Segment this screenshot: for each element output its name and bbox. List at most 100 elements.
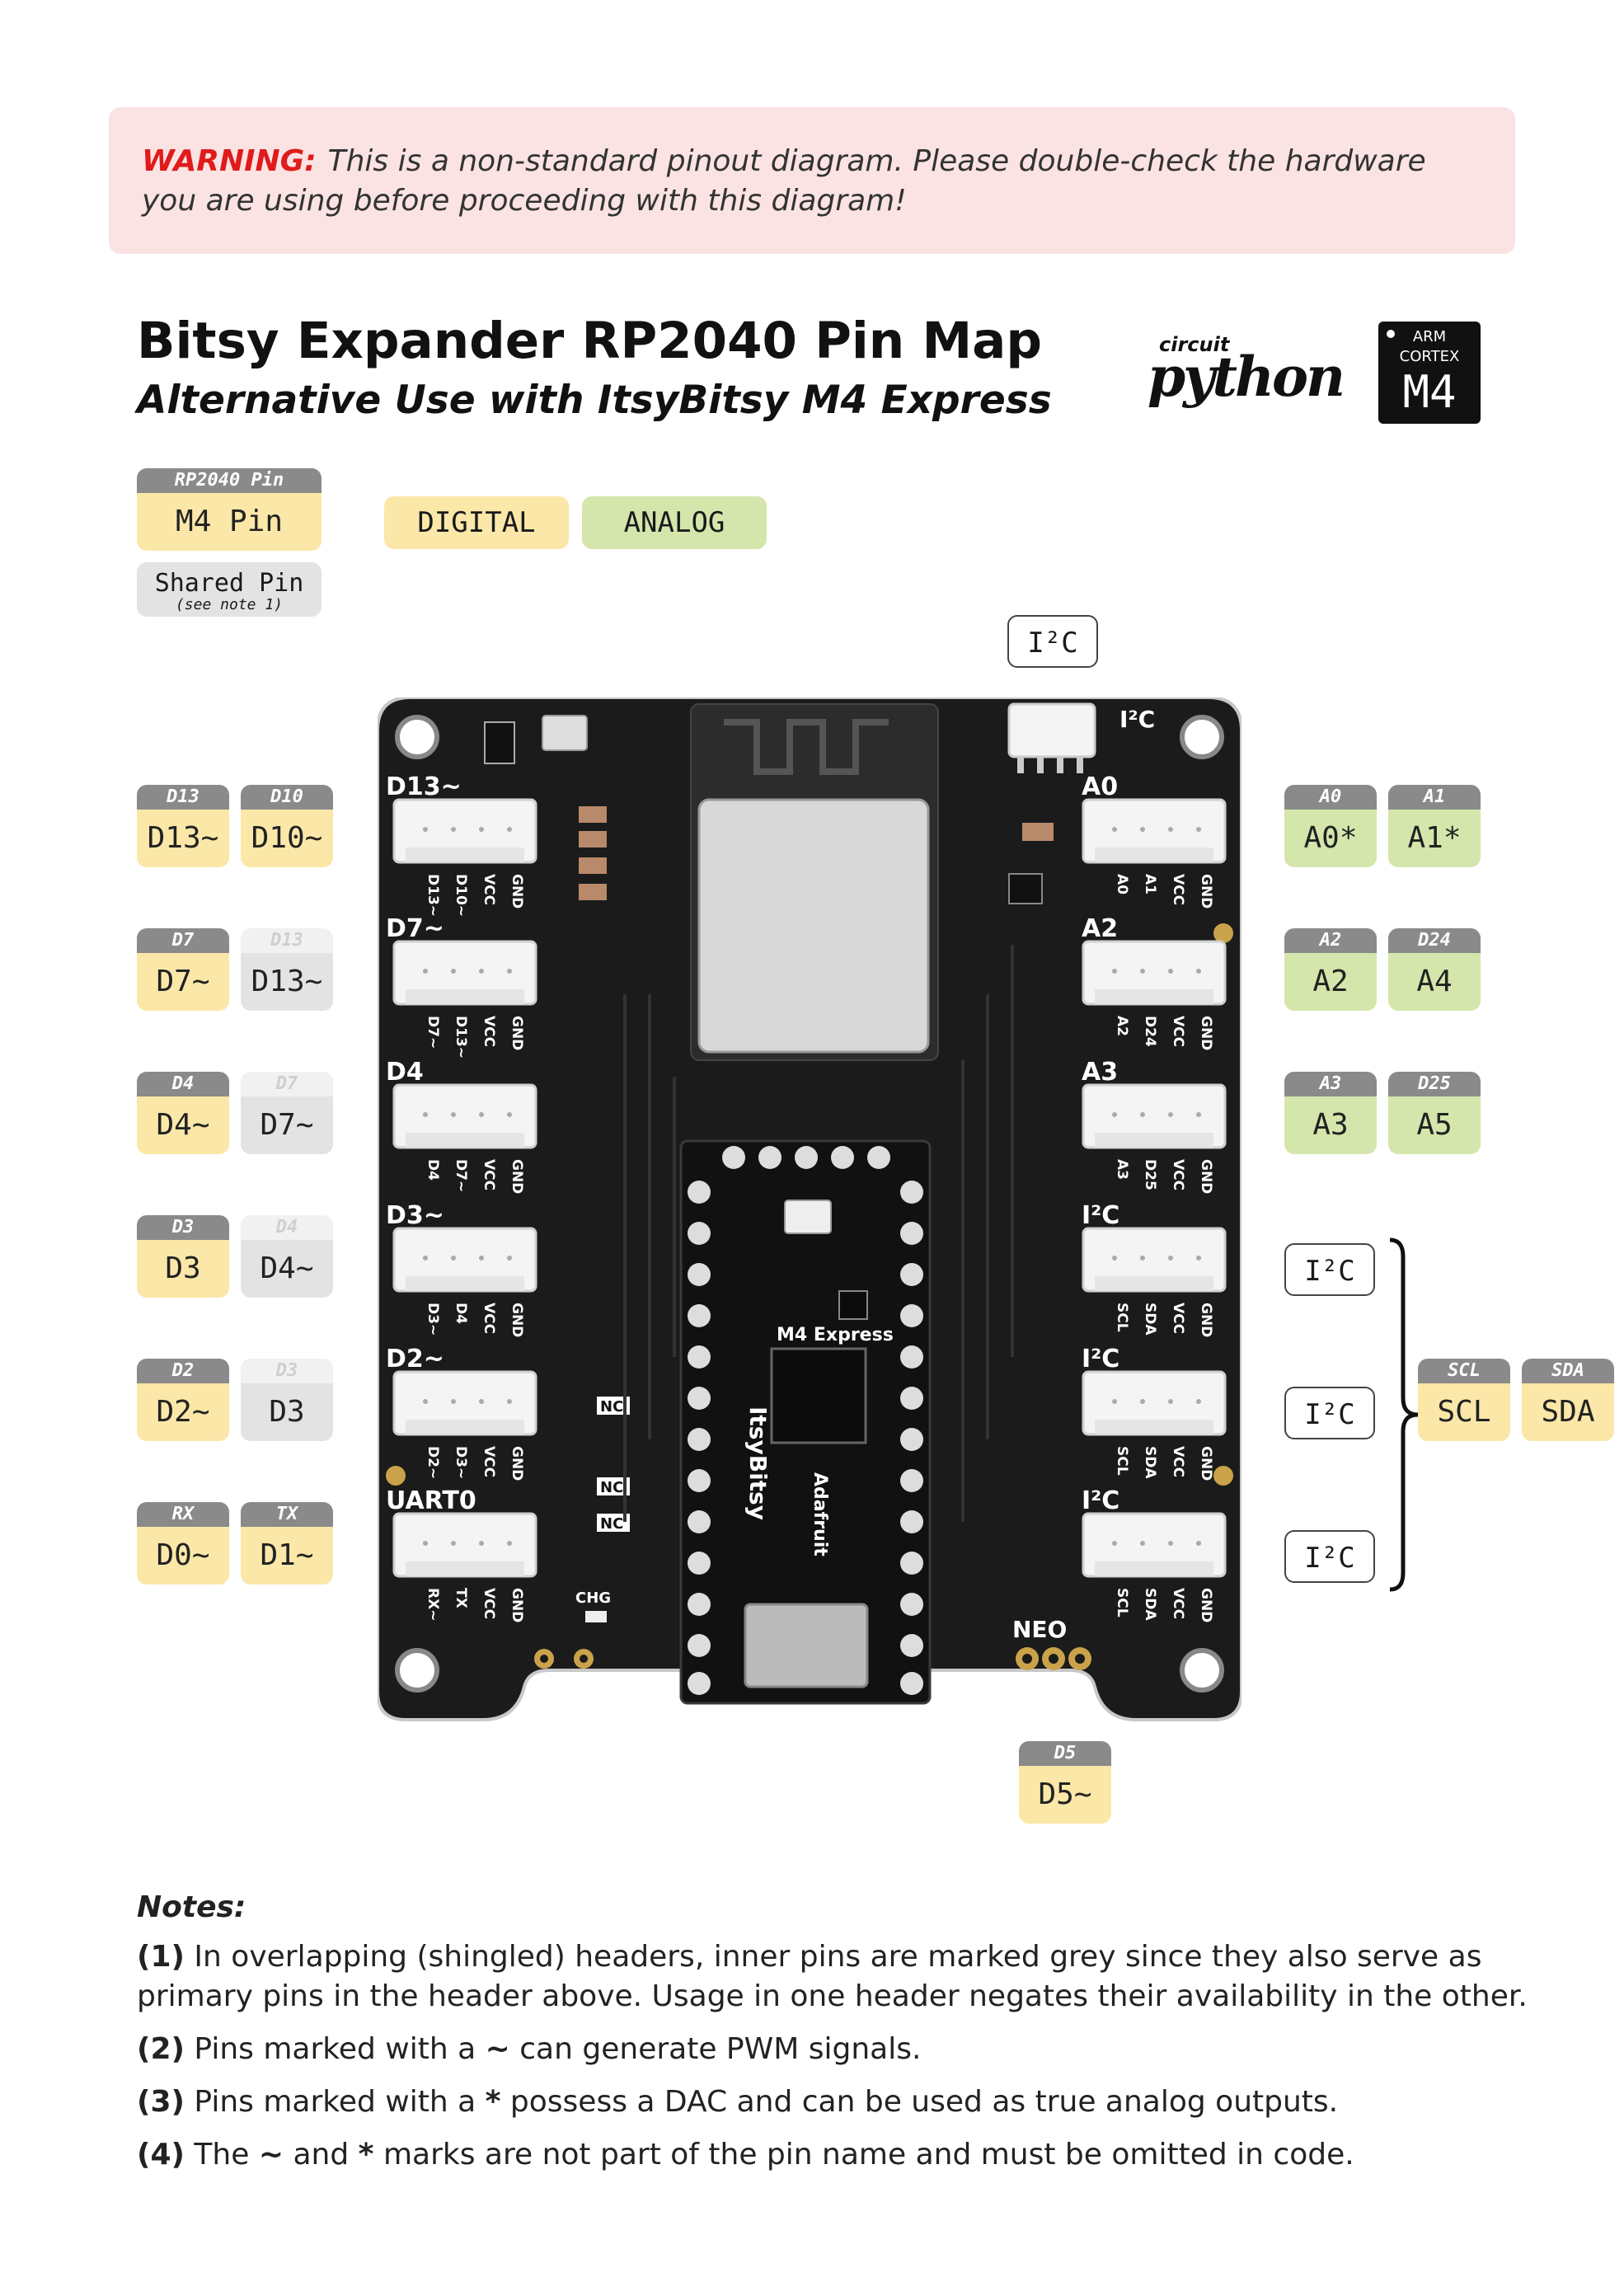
board-header-i2c-2: I²C <box>1082 1345 1119 1373</box>
pin-d3-shared: D3 D3 <box>241 1359 333 1441</box>
lbl: SDA <box>1142 1303 1158 1336</box>
board-top-i2c-text: I²C <box>1119 706 1155 733</box>
pin-d10: D10 D10~ <box>241 785 333 867</box>
lbl: GND <box>1198 1588 1214 1622</box>
pin-cap: D5 <box>1019 1741 1111 1766</box>
pin-sda: SDA SDA <box>1522 1359 1614 1441</box>
note-3: (3) Pins marked with a * possess a DAC a… <box>137 2082 1538 2122</box>
usb-port <box>745 1604 867 1687</box>
nc-label: NC <box>600 1515 623 1533</box>
pin-val: D3 <box>137 1240 229 1298</box>
board-header-uart0: UART0 <box>386 1486 476 1515</box>
pin-cap: TX <box>241 1502 333 1527</box>
lbl: VCC <box>1170 1016 1186 1047</box>
note-symbol: ~ <box>259 2138 284 2172</box>
warning-text: This is a non-standard pinout diagram. P… <box>142 144 1426 218</box>
pin-val: D7~ <box>137 953 229 1011</box>
lbl: VCC <box>481 1159 497 1190</box>
lbl: GND <box>509 1446 525 1481</box>
pin-a1: A1 A1* <box>1388 785 1481 867</box>
lbl: D7~ <box>453 1159 469 1192</box>
note-text: The <box>194 2138 249 2172</box>
pin-d7: D7 D7~ <box>137 928 229 1011</box>
note-text: can generate PWM signals. <box>519 2032 921 2066</box>
lbl: VCC <box>1170 1588 1186 1619</box>
pin-d25: D25 A5 <box>1388 1072 1481 1154</box>
pin-val: D4~ <box>137 1096 229 1154</box>
lbl: SCL <box>1114 1446 1130 1476</box>
pin-cap: D4 <box>241 1215 333 1240</box>
pin-cap: A1 <box>1388 785 1481 810</box>
note-symbol: ~ <box>486 2032 510 2066</box>
pin-val: A3 <box>1284 1096 1377 1154</box>
pin-d5: D5 D5~ <box>1019 1741 1111 1824</box>
pin-cap: D7 <box>137 928 229 953</box>
lbl: SDA <box>1142 1588 1158 1621</box>
pin-cap: A2 <box>1284 928 1377 953</box>
note-4: (4) The ~ and * marks are not part of th… <box>137 2135 1538 2175</box>
pin-cap: D3 <box>241 1359 333 1383</box>
pin-cap: D2 <box>137 1359 229 1383</box>
pin-val: D10~ <box>241 810 333 867</box>
adafruit-text: Adafruit <box>810 1472 830 1556</box>
pin-val: A0* <box>1284 810 1377 867</box>
legend-see-note: (see note 1) <box>137 596 322 613</box>
lbl: VCC <box>481 1446 497 1477</box>
lbl: A2 <box>1114 1016 1130 1036</box>
lbl: D13~ <box>425 874 441 917</box>
i2c-label-3: I²C <box>1284 1530 1375 1583</box>
pin-d7-shared: D7 D7~ <box>241 1072 333 1154</box>
pin-val: A2 <box>1284 953 1377 1011</box>
lbl: A0 <box>1114 874 1130 894</box>
pin-cap: SCL <box>1418 1359 1510 1383</box>
notes-section: Notes: (1) In overlapping (shingled) hea… <box>137 1888 1538 2188</box>
lbl: A1 <box>1142 874 1158 894</box>
pin-d3: D3 D3 <box>137 1215 229 1298</box>
pin-val: D5~ <box>1019 1766 1111 1824</box>
pin-val: D4~ <box>241 1240 333 1298</box>
lbl: VCC <box>481 1588 497 1619</box>
board-header-i2c-3: I²C <box>1082 1486 1119 1515</box>
lbl: SCL <box>1114 1303 1130 1332</box>
lbl: VCC <box>481 874 497 905</box>
note-text: marks are not part of the pin name and m… <box>383 2138 1354 2172</box>
lbl: D3~ <box>453 1446 469 1479</box>
notes-heading: Notes: <box>137 1888 1538 1927</box>
i2c-label-1: I²C <box>1284 1243 1375 1296</box>
note-symbol: * <box>486 2085 501 2119</box>
lbl: D13~ <box>453 1016 469 1059</box>
note-text: In overlapping (shingled) headers, inner… <box>137 1940 1528 2013</box>
legend-m4-pin: M4 Pin <box>137 493 322 551</box>
lbl: VCC <box>1170 874 1186 905</box>
mounting-hole-icon <box>397 1650 437 1690</box>
circuitpython-logo-python: python <box>1148 345 1343 409</box>
lbl: GND <box>509 1303 525 1337</box>
lbl: GND <box>1198 1016 1214 1050</box>
lbl: D3~ <box>425 1303 441 1336</box>
pin-cap: D13 <box>241 928 333 953</box>
lbl: GND <box>1198 1303 1214 1337</box>
pin-cap: D10 <box>241 785 333 810</box>
board-header-d4: D4 <box>386 1058 424 1087</box>
top-i2c-label: I²C <box>1007 615 1098 668</box>
circuitpython-logo: circuit python <box>1148 326 1337 417</box>
pin-a3: A3 A3 <box>1284 1072 1377 1154</box>
board-header-a3: A3 <box>1082 1058 1118 1087</box>
pin-cap: SDA <box>1522 1359 1614 1383</box>
pin-val: SCL <box>1418 1383 1510 1441</box>
nc-label: NC <box>600 1398 623 1416</box>
note-number: (1) <box>137 1940 185 1974</box>
note-number: (4) <box>137 2138 185 2172</box>
samd51-chip <box>772 1349 866 1443</box>
board-header-d7: D7~ <box>386 914 444 943</box>
board-header-i2c-1: I²C <box>1082 1201 1119 1230</box>
note-symbol: * <box>359 2138 374 2172</box>
mounting-hole-icon <box>1182 717 1222 757</box>
lbl: TX <box>453 1588 469 1608</box>
pin-val: D13~ <box>241 953 333 1011</box>
lbl: D24 <box>1142 1016 1158 1047</box>
board-header-a2: A2 <box>1082 914 1118 943</box>
mounting-hole-icon <box>397 717 437 757</box>
i2c-label-2: I²C <box>1284 1387 1375 1439</box>
lbl: D2~ <box>425 1446 441 1479</box>
